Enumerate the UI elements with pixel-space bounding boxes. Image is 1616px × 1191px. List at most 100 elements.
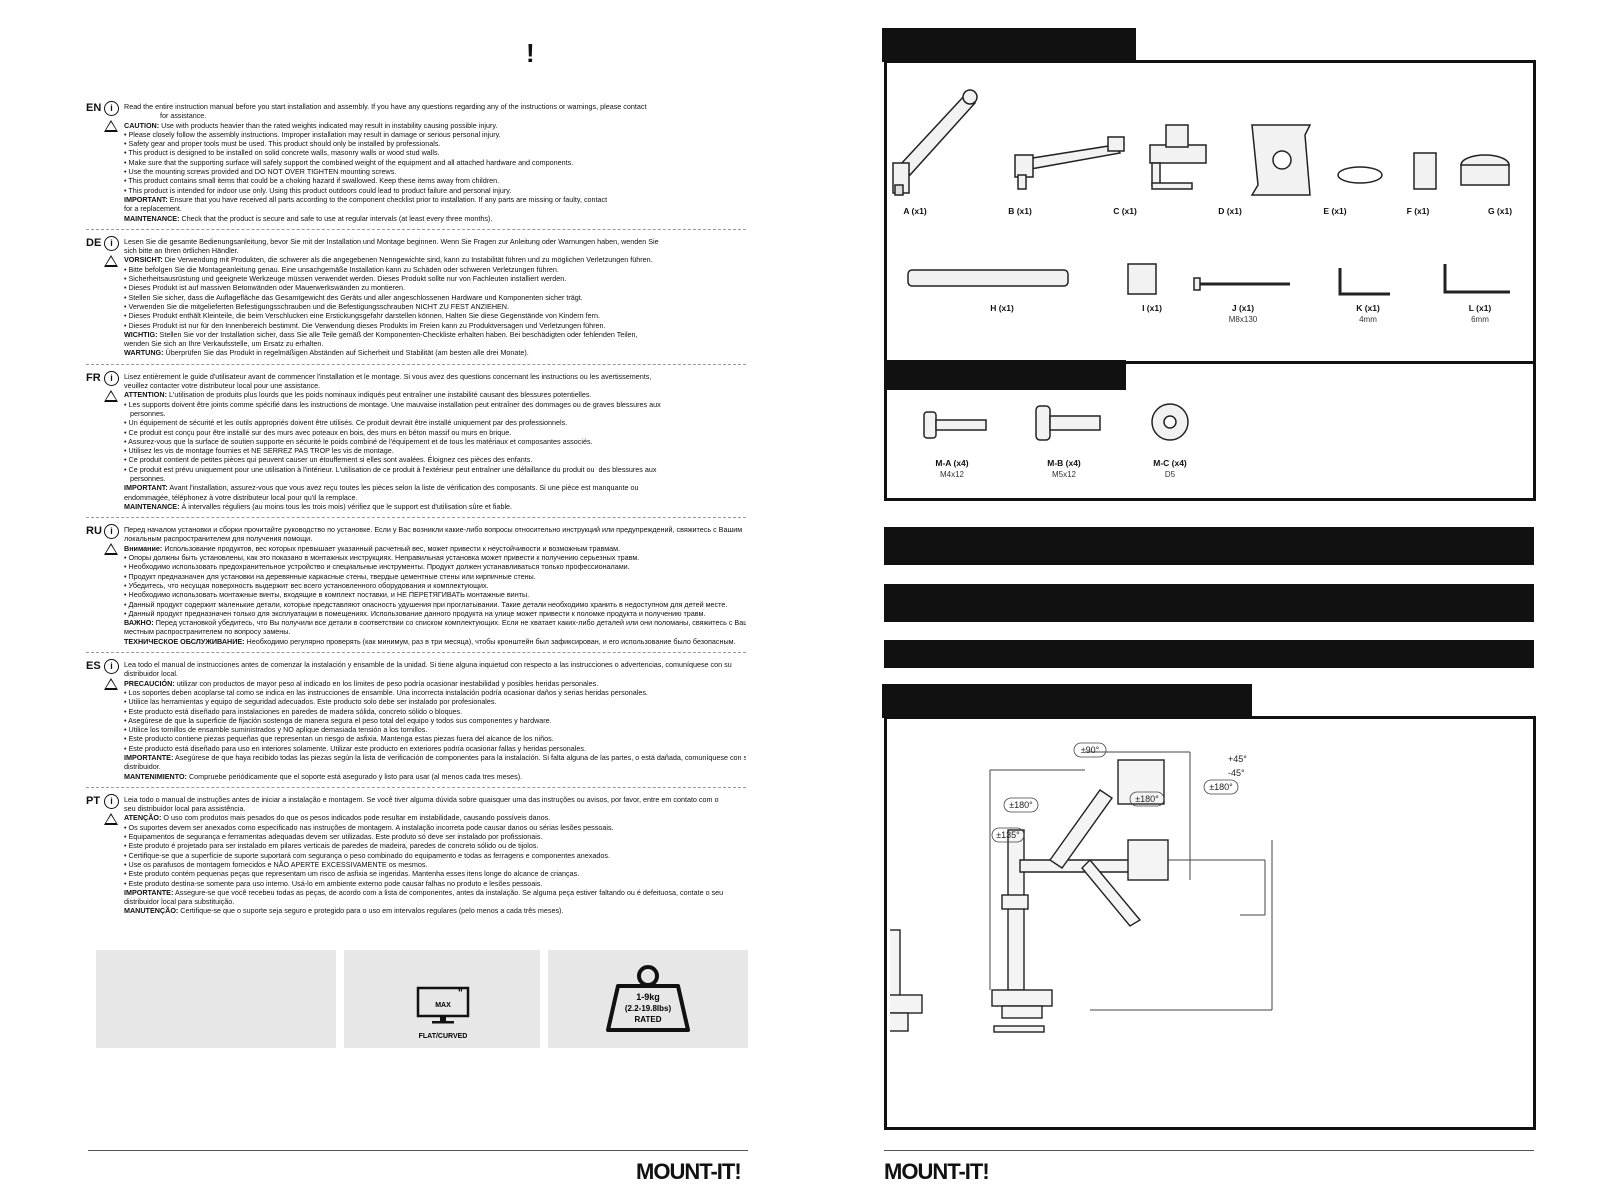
- hardware-size: M5x12: [1051, 470, 1076, 479]
- instruction-line: veuillez contacter votre distributeur lo…: [124, 381, 746, 390]
- weight-rated: RATED: [635, 1015, 662, 1024]
- instruction-line: VORSICHT: Die Verwendung mit Produkten, …: [124, 255, 746, 264]
- instruction-text: • Убедитесь, что несущая поверхность выд…: [124, 580, 489, 590]
- section-bar-3: [884, 640, 1534, 668]
- instruction-text: • Use the mounting screws provided and D…: [124, 167, 397, 177]
- instruction-line: • Данный продукт предназначен только для…: [124, 609, 746, 618]
- instruction-text: • Dieses Produkt enthält Kleinteile, die…: [124, 311, 600, 321]
- instruction-line: for a replacement.: [124, 204, 746, 213]
- instruction-line: • Bitte befolgen Sie die Montageanleitun…: [124, 265, 746, 274]
- instruction-line: Lesen Sie die gesamte Bedienungsanleitun…: [124, 237, 746, 246]
- instruction-line: • Este producto está diseñado para uso e…: [124, 744, 746, 753]
- instruction-line: • Certifique-se que a superfície de supo…: [124, 851, 746, 860]
- footer-rule-right: [884, 1150, 1534, 1151]
- weight-lbs: (2.2-19.8lbs): [625, 1004, 672, 1013]
- instruction-text: • Utilice los tornillos de ensamble sumi…: [124, 725, 428, 735]
- instruction-line: • Assurez-vous que la surface de soutien…: [124, 437, 746, 446]
- screen-inch-symbol: ": [458, 988, 463, 999]
- instruction-line: IMPORTANT: Avant l'installation, assurez…: [124, 483, 746, 492]
- instruction-line: ТЕХНИЧЕСКОЕ ОБСЛУЖИВАНИЕ: Необходимо рег…: [124, 637, 746, 646]
- instruction-line: • Este produto destina-se somente para u…: [124, 879, 746, 888]
- instruction-text: Überprüfen Sie das Produkt in regelmäßig…: [163, 348, 529, 358]
- instruction-text: for assistance.: [124, 111, 207, 121]
- part-g-collar-icon: [1460, 154, 1510, 186]
- instruction-text: • Dieses Produkt ist auf massiven Betonw…: [124, 283, 405, 293]
- part-label: C (x1): [1113, 206, 1137, 216]
- instruction-text: Check that the product is secure and saf…: [179, 213, 493, 223]
- instruction-line: • This product contains small items that…: [124, 176, 746, 185]
- instruction-text: Перед началом установки и сборки прочита…: [124, 525, 743, 535]
- part-label: B (x1): [1008, 206, 1032, 216]
- instruction-line: • Asegúrese de que la superficie de fija…: [124, 716, 746, 725]
- instruction-line: • Данный продукт содержит маленькие дета…: [124, 600, 746, 609]
- instruction-text: utilizar con productos de mayor peso al …: [174, 678, 599, 688]
- instruction-line: локальным распространителем для получени…: [124, 534, 746, 543]
- caution-triangle-icon: [104, 120, 118, 132]
- lang-code: ES: [86, 660, 101, 673]
- instruction-text: • Use os parafusos de montagem fornecido…: [124, 859, 428, 869]
- lang-code: RU: [86, 525, 102, 538]
- footer-rule-left: [88, 1150, 748, 1151]
- instruction-line: IMPORTANTE: Assegure-se que você recebeu…: [124, 888, 746, 897]
- instruction-text: Assegure-se que você recebeu todas as pe…: [173, 887, 724, 897]
- instruction-text: Использование продуктов, вес которых пре…: [162, 543, 621, 553]
- label-tilt-90: ±90°: [1081, 745, 1100, 755]
- instruction-line: • Please closely follow the assembly ins…: [124, 130, 746, 139]
- instruction-line: • This product is designed to be install…: [124, 148, 746, 157]
- part-label: A (x1): [903, 206, 927, 216]
- part-a-arm-icon: [892, 89, 978, 196]
- instruction-line: • Stellen Sie sicher, dass die Auflagefl…: [124, 293, 746, 302]
- part-label: E (x1): [1323, 206, 1347, 216]
- instruction-text: Stellen Sie vor der Installation sicher,…: [157, 329, 638, 339]
- instruction-heading: VORSICHT:: [124, 255, 163, 265]
- instruction-text: • Verwenden Sie die mitgelieferten Befes…: [124, 301, 509, 311]
- label-rot-135: ±135°: [996, 830, 1020, 840]
- instruction-text: wenden Sie sich an Ihre Verkaufsstelle, …: [124, 339, 324, 349]
- instruction-line: • Опоры должны быть установлены, как это…: [124, 553, 746, 562]
- instruction-line: • This product is intended for indoor us…: [124, 186, 746, 195]
- spec-box-empty: [96, 950, 336, 1048]
- instruction-text: • Please closely follow the assembly ins…: [124, 129, 501, 139]
- instruction-text: À intervalles réguliers (au moins tous l…: [179, 501, 513, 511]
- part-f-clip-icon: [1413, 152, 1437, 190]
- instruction-text: • Este produto é projetado para ser inst…: [124, 841, 539, 851]
- monitor-icon: MAX " FLAT/CURVED: [416, 986, 470, 1040]
- part-l-allen-key-icon: [1443, 264, 1510, 294]
- instruction-text: • Este produto contém pequenas peças que…: [124, 869, 580, 879]
- info-icon: i: [104, 659, 119, 675]
- lang-code: PT: [86, 794, 101, 807]
- instruction-line: • Продукт предназначен для установки на …: [124, 572, 746, 581]
- instruction-text: • Sicherheitsausrüstung und geeignete We…: [124, 274, 567, 284]
- instruction-heading: IMPORTANT:: [124, 194, 168, 204]
- instruction-line: • Make sure that the supporting surface …: [124, 158, 746, 167]
- instruction-line: • Este producto está diseñado para insta…: [124, 707, 746, 716]
- part-label: F (x1): [1406, 206, 1430, 216]
- instruction-text: Read the entire instruction manual befor…: [124, 102, 647, 111]
- instruction-line: PRECAUCIÓN: utilizar con productos de ma…: [124, 679, 746, 688]
- instruction-line: • Убедитесь, что несущая поверхность выд…: [124, 581, 746, 590]
- label-swivel-180: ±180°: [1209, 782, 1233, 792]
- instruction-text: • Este producto está diseñado para insta…: [124, 706, 463, 716]
- instruction-text: • Bitte befolgen Sie die Montageanleitun…: [124, 264, 559, 274]
- instruction-text: • Assurez-vous que la surface de soutien…: [124, 436, 593, 446]
- instruction-line: • Dieses Produkt ist nur für den Innenbe…: [124, 321, 746, 330]
- instruction-line: IMPORTANT: Ensure that you have received…: [124, 195, 746, 204]
- instruction-text: seu distribuidor local para assistência.: [124, 804, 246, 814]
- instruction-line: • Utilice los tornillos de ensamble sumi…: [124, 725, 746, 734]
- instruction-text: • Este producto está diseñado para uso e…: [124, 743, 586, 753]
- instruction-line: MANTENIMIENTO: Compruebe periódicamente …: [124, 772, 746, 781]
- instruction-line: • Use the mounting screws provided and D…: [124, 167, 746, 176]
- part-e-ring-icon: [1337, 166, 1383, 184]
- hardware-label: M-B (x4): [1047, 458, 1081, 468]
- instruction-line: for assistance.: [124, 111, 746, 120]
- instruction-line: personnes.: [124, 409, 746, 418]
- dimensions-tab-header: [882, 684, 1252, 718]
- instruction-line: endommagée, téléphonez à votre distribut…: [124, 493, 746, 502]
- instruction-text: • Safety gear and proper tools must be u…: [124, 139, 441, 149]
- instruction-line: • Ce produit contient de petites pièces …: [124, 455, 746, 464]
- part-size: 4mm: [1359, 315, 1377, 324]
- instruction-text: • Данный продукт содержит маленькие дета…: [124, 599, 728, 609]
